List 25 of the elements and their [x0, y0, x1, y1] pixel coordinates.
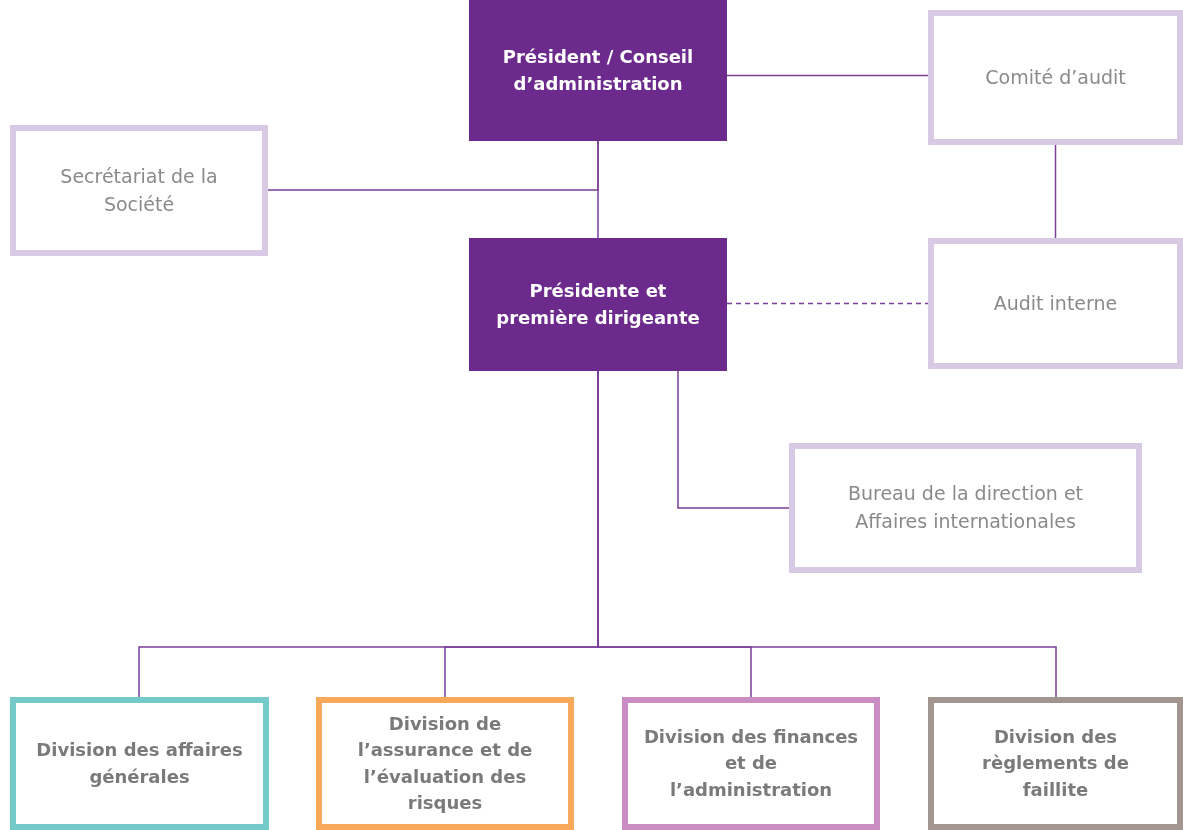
division-box: [928, 697, 1183, 830]
box-label: Division des finances et de l’administration: [642, 725, 860, 802]
division-box: [622, 697, 880, 830]
box-label: Division des règlements de faillite: [981, 725, 1130, 802]
box-label: Division des affaires générales: [35, 738, 244, 789]
dashed-connector: [726, 302, 929, 305]
box-label: Audit interne: [993, 290, 1118, 316]
division-box: [316, 697, 574, 830]
leader-box: [469, 238, 727, 371]
unit-box: [789, 443, 1142, 573]
division-box: [10, 697, 269, 830]
connector-line: [1054, 144, 1057, 239]
box-label: Comité d’audit: [985, 64, 1126, 90]
box-label: Président / Conseil d’administration: [501, 45, 695, 96]
box-label: Bureau de la direction et Affaires internationales: [846, 481, 1085, 534]
connector-line: [267, 140, 599, 191]
connector-line: [726, 74, 929, 77]
box-label: Présidente et première dirigeante: [495, 279, 701, 330]
unit-box: [10, 125, 268, 256]
box-label: Division de l’assurance et de l’évaluation des risques: [356, 712, 534, 815]
leader-box: [469, 0, 727, 141]
box-label: Secrétariat de la Société: [59, 163, 219, 217]
unit-box: [928, 10, 1183, 145]
connector-line: [677, 370, 790, 509]
unit-box: [928, 238, 1183, 369]
